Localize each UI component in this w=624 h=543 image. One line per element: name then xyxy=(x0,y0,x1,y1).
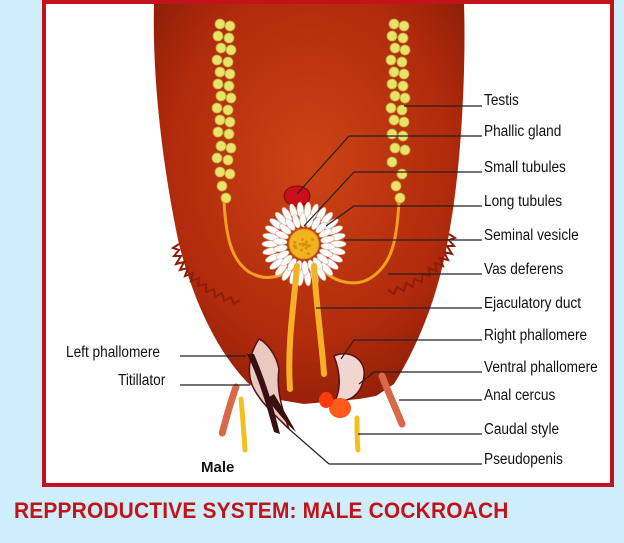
caudal-style-right xyxy=(357,418,358,450)
seminal-vesicle-dot xyxy=(305,243,308,246)
label-ejaculatory-duct: Ejaculatory duct xyxy=(484,295,581,313)
seminal-vesicle-dot xyxy=(294,241,297,244)
seminal-vesicle-dot xyxy=(311,238,314,241)
seminal-vesicle-dot xyxy=(302,243,305,246)
ventral-phallomere-shape-2 xyxy=(319,392,333,408)
label-anal-cercus: Anal cercus xyxy=(484,387,555,405)
seminal-vesicle-dot xyxy=(299,243,302,246)
seminal-vesicle-dot xyxy=(300,249,303,252)
sex-label: Male xyxy=(201,459,234,476)
diagram-frame: Testis Phallic gland Small tubules Long … xyxy=(42,0,614,487)
seminal-vesicle-dot xyxy=(307,252,310,255)
caudal-style-left xyxy=(241,399,245,450)
phallic-gland-shape xyxy=(284,186,310,206)
figure-caption: REPPRODUCTIVE SYSTEM: MALE COCKROACH xyxy=(14,498,509,524)
label-testis: Testis xyxy=(484,92,519,110)
seminal-vesicle-dot xyxy=(301,238,304,241)
label-caudal-style: Caudal style xyxy=(484,421,559,439)
seminal-vesicle-dot xyxy=(305,240,308,243)
label-seminal-vesicle: Seminal vesicle xyxy=(484,227,579,245)
label-pseudopenis: Pseudopenis xyxy=(484,451,563,469)
label-titillator: Titillator xyxy=(118,372,165,390)
label-right-phallomere: Right phallomere xyxy=(484,327,587,345)
label-phallic-gland: Phallic gland xyxy=(484,123,561,141)
label-ventral-phallomere: Ventral phallomere xyxy=(484,359,598,377)
anal-cercus-left xyxy=(222,387,236,434)
label-long-tubules: Long tubules xyxy=(484,193,562,211)
seminal-vesicle-dot xyxy=(308,244,311,247)
seminal-vesicle-dot xyxy=(295,247,298,250)
label-small-tubules: Small tubules xyxy=(484,159,566,177)
seminal-vesicle-dot xyxy=(305,247,308,250)
seminal-vesicle-dot xyxy=(293,244,296,247)
label-vas-deferens: Vas deferens xyxy=(484,261,563,279)
label-left-phallomere: Left phallomere xyxy=(66,344,160,362)
